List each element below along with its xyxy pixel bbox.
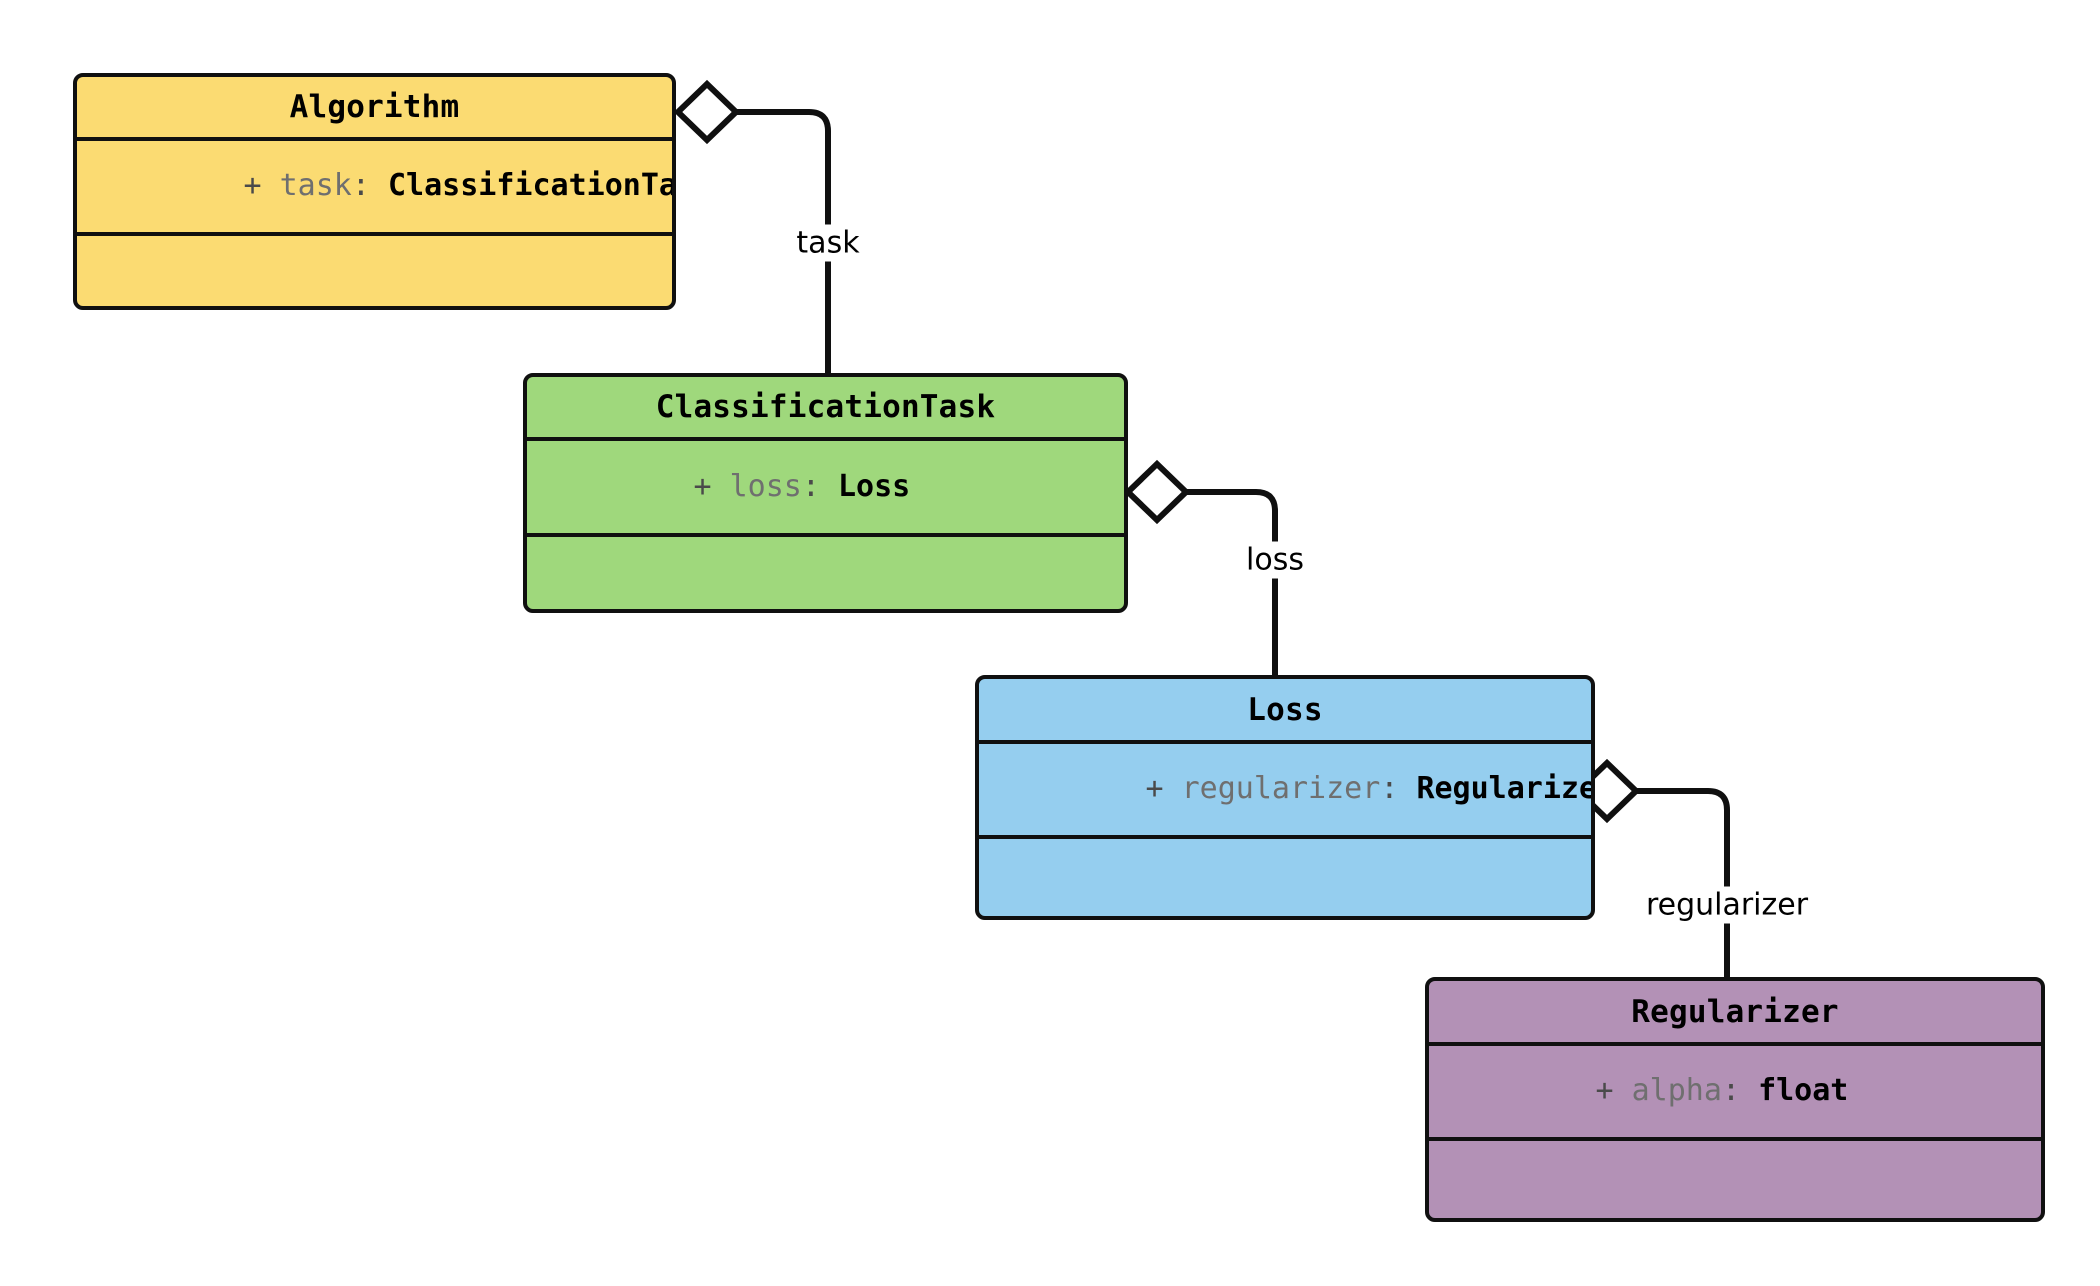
- attribute-separator: :: [351, 168, 370, 204]
- class-attributes-regularizer: + alpha: float: [1429, 1046, 2041, 1141]
- class-name-regularizer: Regularizer: [1429, 981, 2041, 1046]
- attribute-visibility: +: [1145, 771, 1164, 807]
- attribute-separator: :: [1721, 1073, 1740, 1109]
- class-box-algorithm[interactable]: Algorithm + task: ClassificationTask: [73, 73, 676, 310]
- class-operations-algorithm: [77, 236, 672, 306]
- attribute-name: alpha: [1631, 1073, 1722, 1109]
- class-attributes-classificationtask: + loss: Loss: [527, 441, 1124, 537]
- class-name-loss: Loss: [979, 679, 1591, 744]
- class-operations-regularizer: [1429, 1141, 2041, 1218]
- class-box-classificationtask[interactable]: ClassificationTask + loss: Loss: [523, 373, 1128, 613]
- attribute-visibility: +: [243, 168, 262, 204]
- attribute-row: + task: ClassificationTask: [99, 135, 673, 239]
- attribute-visibility: +: [693, 468, 712, 504]
- attribute-name: regularizer: [1181, 771, 1381, 807]
- attribute-type: ClassificationTask: [388, 168, 676, 204]
- attribute-name: loss: [729, 468, 802, 504]
- attribute-row: + alpha: float: [1451, 1040, 2041, 1144]
- attribute-separator: :: [801, 468, 820, 504]
- attribute-type: float: [1758, 1073, 1849, 1109]
- class-attributes-loss: + regularizer: Regularizer: [979, 744, 1591, 839]
- class-name-classificationtask: ClassificationTask: [527, 377, 1124, 441]
- class-box-regularizer[interactable]: Regularizer + alpha: float: [1425, 977, 2045, 1222]
- class-name-algorithm: Algorithm: [77, 77, 672, 141]
- edge-loss-regularizer[interactable]: [1573, 758, 1730, 977]
- edge-label-loss: loss: [1239, 541, 1311, 579]
- attribute-row: + regularizer: Regularizer: [1001, 738, 1592, 842]
- class-operations-classificationtask: [527, 537, 1124, 609]
- aggregation-diamond-icon: [673, 79, 741, 145]
- edge-label-regularizer: regularizer: [1638, 886, 1816, 924]
- attribute-row: + loss: Loss: [549, 435, 1124, 539]
- class-box-loss[interactable]: Loss + regularizer: Regularizer: [975, 675, 1595, 920]
- aggregation-diamond-icon: [1123, 459, 1191, 525]
- attribute-name: task: [279, 168, 352, 204]
- class-attributes-algorithm: + task: ClassificationTask: [77, 141, 672, 236]
- class-operations-loss: [979, 839, 1591, 916]
- attribute-type: Regularizer: [1416, 771, 1591, 807]
- attribute-visibility: +: [1595, 1073, 1614, 1109]
- edge-label-task: task: [789, 224, 867, 262]
- attribute-separator: :: [1380, 771, 1399, 807]
- attribute-type: Loss: [838, 468, 911, 504]
